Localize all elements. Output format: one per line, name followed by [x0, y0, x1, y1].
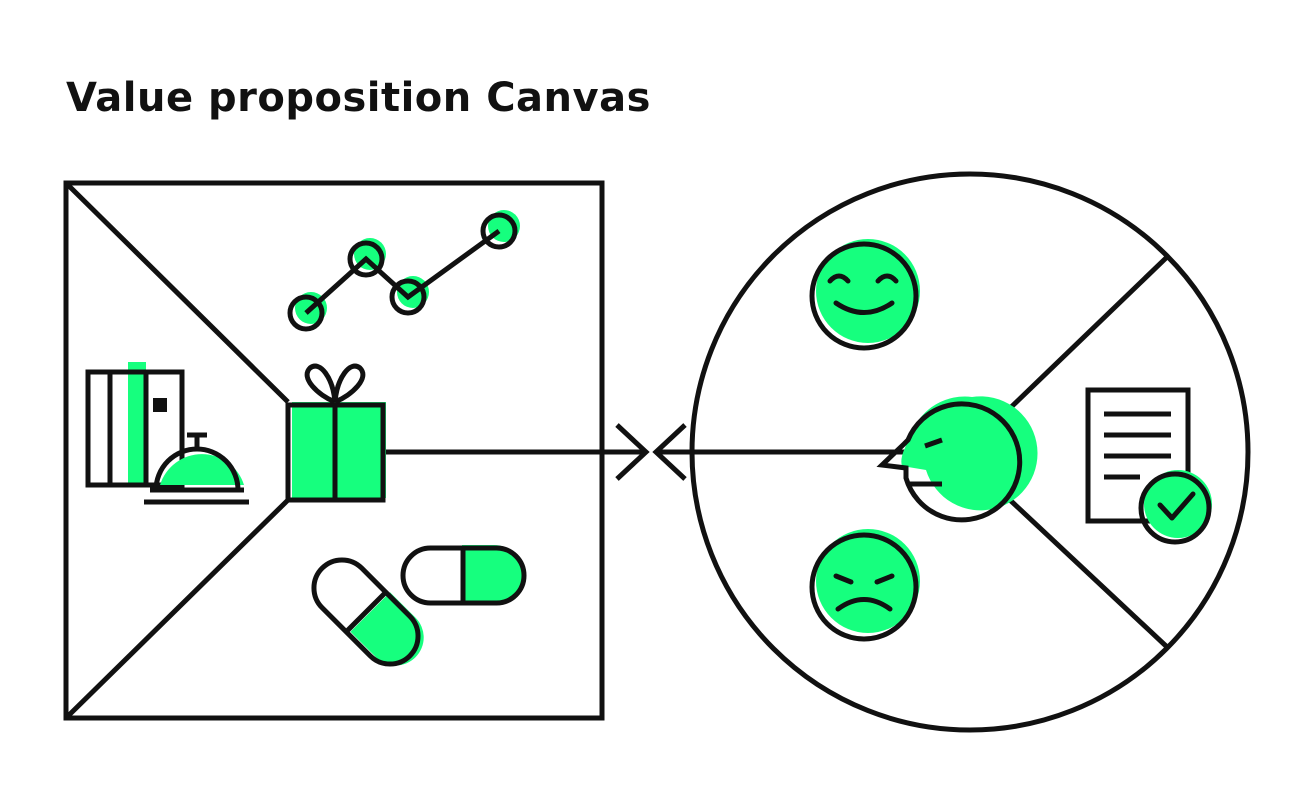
customer-divider-bottom — [1008, 498, 1168, 648]
page-title: Value proposition Canvas — [66, 75, 651, 121]
pill-capsule-icon — [311, 545, 527, 667]
frowning-face-icon — [809, 529, 920, 642]
service-bell-icon — [144, 432, 249, 505]
connector-arrows — [386, 423, 908, 481]
smiling-face-icon — [809, 239, 920, 351]
customer-head-icon — [876, 396, 1038, 523]
customer-profile-frame — [689, 171, 1251, 733]
check-icon — [1157, 491, 1196, 521]
value-map-divider-bottom — [64, 498, 290, 720]
customer-arrowhead — [652, 423, 687, 481]
value-map-divider-top — [64, 181, 290, 404]
line-chart-icon — [287, 210, 520, 332]
gift-box-icon — [285, 363, 386, 503]
checked-document-icon — [1085, 387, 1212, 545]
door-icon — [85, 362, 185, 488]
customer-divider-top — [1003, 256, 1168, 415]
value-map-arrowhead — [615, 423, 650, 481]
customer-profile — [689, 171, 1251, 733]
